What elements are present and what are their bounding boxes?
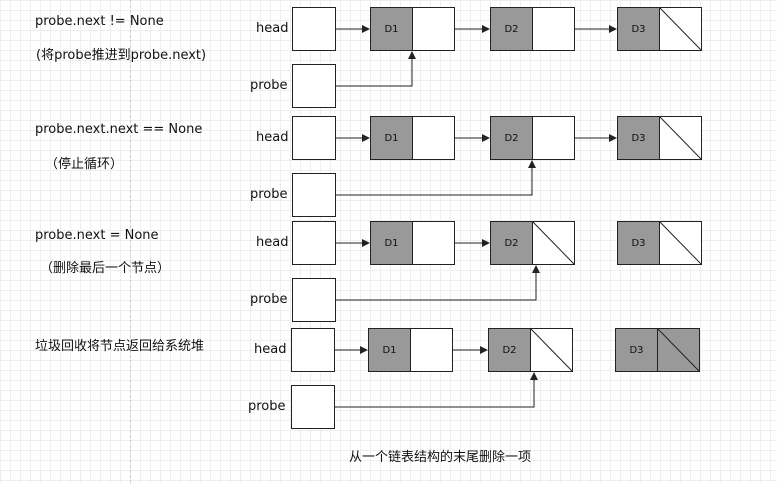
probe-arrow xyxy=(336,265,540,301)
probe-pointer-box xyxy=(292,173,336,217)
step-condition: 垃圾回收将节点返回给系统堆 xyxy=(35,339,205,354)
null-slash-icon xyxy=(533,222,574,264)
step-condition: probe.next = None xyxy=(35,228,159,243)
node-next-cell xyxy=(412,116,455,160)
probe-label: probe xyxy=(248,399,286,414)
null-slash-icon xyxy=(660,117,701,159)
node-next-cell xyxy=(659,7,702,51)
node-next-cell xyxy=(659,116,702,160)
head-label: head xyxy=(256,235,289,250)
node-next-cell xyxy=(532,221,575,265)
node-data-cell: D3 xyxy=(615,328,658,372)
probe-label: probe xyxy=(250,78,288,93)
head-pointer-box xyxy=(291,328,335,372)
head-pointer-box xyxy=(292,221,336,265)
node-next-cell xyxy=(530,328,573,372)
step-condition: probe.next.next == None xyxy=(35,122,203,137)
probe-pointer-box xyxy=(291,385,335,429)
null-slash-icon xyxy=(660,222,701,264)
step-note: （删除最后一个节点） xyxy=(40,261,171,276)
node-next-cell xyxy=(657,328,700,372)
column-divider xyxy=(130,0,131,483)
step-note: (将probe推进到probe.next) xyxy=(36,48,207,63)
diagram-caption: 从一个链表结构的末尾删除一项 xyxy=(348,450,531,465)
null-slash-icon xyxy=(531,329,572,371)
head-label: head xyxy=(254,342,287,357)
node-next-cell xyxy=(412,7,455,51)
probe-label: probe xyxy=(250,187,288,202)
step-condition: probe.next != None xyxy=(35,14,164,29)
probe-arrow xyxy=(335,372,538,408)
node-data-cell: D2 xyxy=(488,328,531,372)
node-data-cell: D1 xyxy=(370,116,413,160)
probe-arrow xyxy=(336,51,416,87)
node-data-cell: D2 xyxy=(490,116,533,160)
node-data-cell: D3 xyxy=(617,116,660,160)
null-slash-icon xyxy=(660,8,701,50)
step-note: （停止循环） xyxy=(45,157,124,172)
probe-label: probe xyxy=(250,292,288,307)
node-next-cell xyxy=(532,7,575,51)
head-pointer-box xyxy=(292,7,336,51)
head-pointer-box xyxy=(292,116,336,160)
probe-pointer-box xyxy=(292,278,336,322)
node-next-cell xyxy=(410,328,453,372)
node-data-cell: D3 xyxy=(617,221,660,265)
null-slash-icon xyxy=(658,329,699,371)
node-data-cell: D1 xyxy=(370,7,413,51)
node-next-cell xyxy=(659,221,702,265)
probe-pointer-box xyxy=(292,64,336,108)
node-data-cell: D3 xyxy=(617,7,660,51)
node-next-cell xyxy=(412,221,455,265)
head-label: head xyxy=(256,21,289,36)
head-label: head xyxy=(256,130,289,145)
node-data-cell: D1 xyxy=(370,221,413,265)
node-data-cell: D2 xyxy=(490,221,533,265)
node-next-cell xyxy=(532,116,575,160)
probe-arrow xyxy=(336,160,536,196)
node-data-cell: D2 xyxy=(490,7,533,51)
